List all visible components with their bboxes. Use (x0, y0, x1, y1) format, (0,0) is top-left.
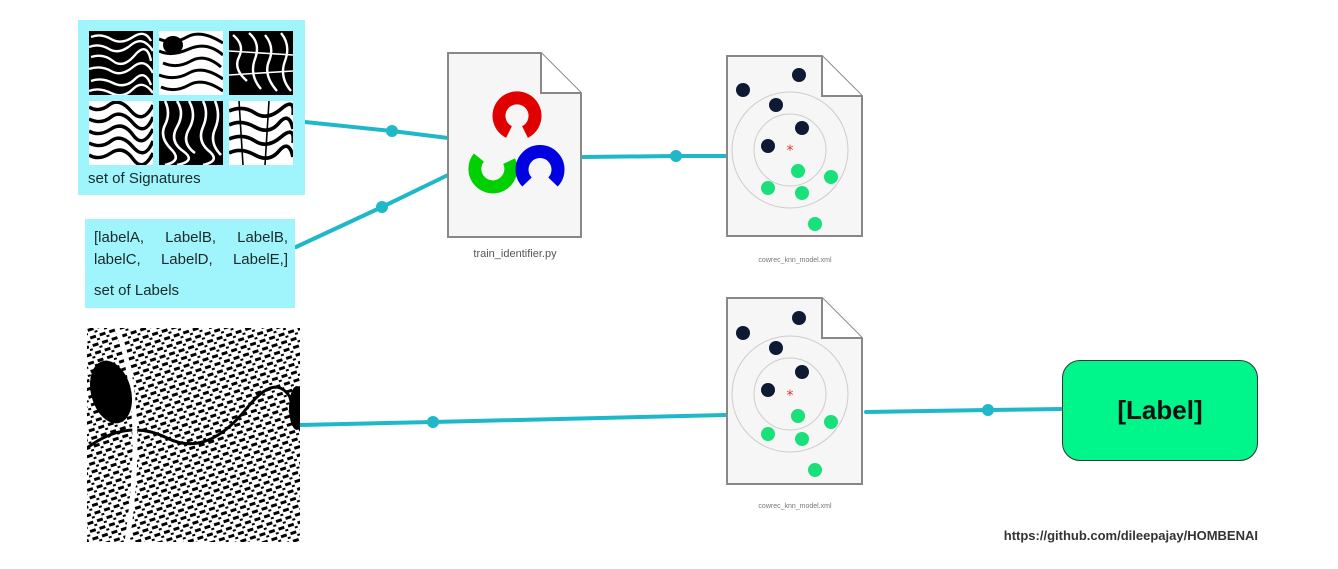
predicted-label: [Label] (1117, 395, 1203, 425)
signature-thumbnail-grid (89, 31, 293, 175)
query-signature-image (87, 328, 300, 542)
svg-text:*: * (787, 143, 794, 159)
connector-labels-to-script (294, 173, 450, 249)
connector-script-to-model (581, 154, 728, 159)
signature-thumbnail (159, 31, 223, 95)
knn-points-green (761, 164, 838, 231)
opencv-logo-icon (468, 91, 565, 194)
connector-model-to-result (864, 407, 1064, 414)
signature-thumbnail (229, 31, 293, 95)
predicted-label-box: [Label] (1062, 360, 1258, 461)
knn-points-dark (736, 68, 809, 153)
knn-points-green (761, 409, 838, 477)
connector-node (427, 416, 439, 428)
connector-node (386, 125, 398, 137)
connector-node (982, 404, 994, 416)
knn-points-dark (736, 311, 809, 397)
signature-thumbnail (89, 101, 153, 165)
signature-thumbnail (89, 31, 153, 95)
model-file-icon: * (726, 297, 863, 485)
training-script-file-icon (447, 52, 582, 238)
model-filename-top: cowrec_knn_model.xml (758, 257, 832, 264)
signature-thumbnail (229, 101, 293, 165)
labels-panel: [labelA, LabelB, LabelB, labelC, LabelD,… (85, 219, 295, 308)
connector-node (376, 201, 388, 213)
repository-url[interactable]: https://github.com/dileepajay/HOMBENAI (1003, 528, 1258, 543)
connector-query-to-model (298, 413, 728, 427)
label-list: [labelA, LabelB, LabelB, labelC, LabelD,… (94, 229, 288, 268)
signature-thumbnail (159, 101, 223, 165)
svg-text:*: * (787, 388, 794, 404)
signatures-panel: set of Signatures (78, 20, 305, 195)
training-script-filename: train_identifier.py (473, 248, 557, 260)
labels-caption: set of Labels (94, 282, 180, 299)
model-filename-bottom: cowrec_knn_model.xml (758, 503, 832, 510)
signatures-caption: set of Signatures (88, 170, 201, 187)
model-file-icon: * (726, 55, 863, 237)
connector-signatures-to-script (303, 120, 450, 140)
connector-node (670, 150, 682, 162)
